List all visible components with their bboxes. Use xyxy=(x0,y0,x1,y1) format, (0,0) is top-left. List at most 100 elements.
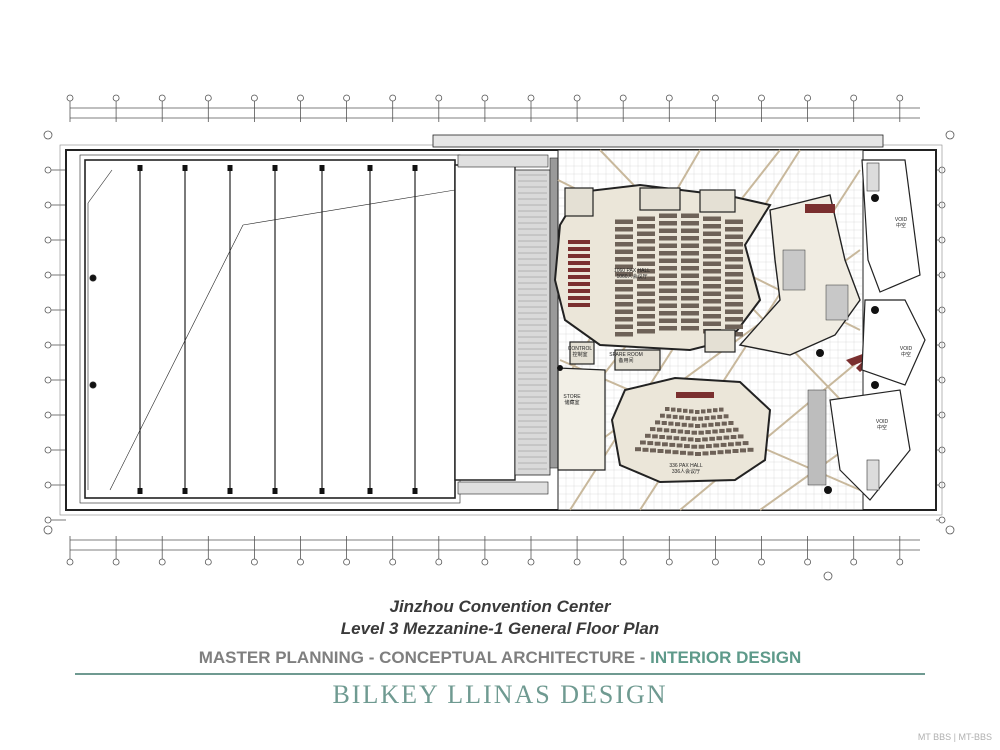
seat-row xyxy=(703,254,721,259)
seat-row xyxy=(725,249,743,254)
service-tagline: MASTER PLANNING - CONCEPTUAL ARCHITECTUR… xyxy=(0,648,1000,668)
seat-row xyxy=(703,314,721,319)
grid-bubble xyxy=(758,558,765,566)
seat-row xyxy=(681,228,699,233)
small-seat xyxy=(672,414,678,419)
seat-row xyxy=(615,234,633,239)
box-seat-row xyxy=(568,303,590,307)
grid-bubble xyxy=(712,94,719,102)
small-seat xyxy=(706,444,712,449)
seat-row xyxy=(615,257,633,262)
seat-row xyxy=(637,216,655,221)
top-grid-markers xyxy=(66,94,904,122)
seat-row xyxy=(615,249,633,254)
small-seat xyxy=(723,435,730,440)
reference-circle xyxy=(43,130,955,581)
seat-row xyxy=(637,314,655,319)
structural-columns xyxy=(557,194,879,494)
seat-row xyxy=(703,321,721,326)
small-seat xyxy=(698,416,704,421)
small-seat xyxy=(723,414,729,419)
grid-bubble xyxy=(66,558,74,566)
seat-row xyxy=(703,239,721,244)
small-seat xyxy=(659,435,665,439)
small-seat xyxy=(673,436,680,441)
seat-row xyxy=(703,291,721,296)
seat-row xyxy=(725,219,743,224)
small-seat xyxy=(702,451,709,456)
small-seat xyxy=(661,421,667,425)
seat-row xyxy=(725,272,743,277)
small-seat xyxy=(698,444,705,449)
small-hall-seating xyxy=(635,407,754,456)
small-seat xyxy=(701,423,707,428)
grid-bubble xyxy=(850,94,858,102)
small-seat xyxy=(677,408,682,413)
small-seat xyxy=(717,414,723,419)
small-seat xyxy=(684,444,690,449)
hall-column-block xyxy=(137,488,143,494)
seat-row xyxy=(681,266,699,271)
small-seat xyxy=(635,447,641,452)
grid-bubble xyxy=(938,516,946,524)
seat-row xyxy=(659,266,677,271)
grid-bubble xyxy=(712,558,719,566)
seat-row xyxy=(681,281,699,286)
small-seat xyxy=(684,430,691,435)
box-seating xyxy=(568,240,590,307)
seat-row xyxy=(725,257,743,262)
grid-bubble xyxy=(44,236,52,244)
grid-bubble xyxy=(389,94,397,102)
grid-bubble xyxy=(573,94,581,102)
seat-row xyxy=(615,309,633,314)
seat-row xyxy=(725,294,743,299)
small-seat xyxy=(732,449,739,453)
seat-row xyxy=(681,326,699,331)
grid-bubble xyxy=(158,558,166,566)
small-seat xyxy=(747,447,754,452)
auditorium-seating xyxy=(615,213,743,337)
small-seat xyxy=(725,449,731,454)
seat-row xyxy=(725,227,743,232)
seat-row xyxy=(637,224,655,229)
small-seat xyxy=(687,437,694,442)
small-seat xyxy=(709,436,715,441)
small-seat xyxy=(654,441,661,446)
small-seat xyxy=(710,415,716,420)
central-circulation xyxy=(432,134,884,495)
seat-row xyxy=(659,213,677,218)
small-seat xyxy=(680,436,687,441)
seat-row xyxy=(615,332,633,337)
hall-column-block xyxy=(319,488,325,494)
box-seat-row xyxy=(568,296,590,300)
hall-column-blocks xyxy=(137,165,418,494)
small-seat xyxy=(721,421,727,426)
small-seat xyxy=(713,408,718,413)
small-seat xyxy=(735,441,742,446)
seat-row xyxy=(659,258,677,263)
seat-row xyxy=(725,302,743,307)
hall-column-block xyxy=(412,488,418,494)
small-seat xyxy=(668,421,674,426)
seat-row xyxy=(659,243,677,248)
small-seat xyxy=(669,442,676,447)
hall-column-block xyxy=(272,488,278,494)
seat-row xyxy=(615,227,633,232)
box-seat-row xyxy=(568,289,590,293)
small-seat xyxy=(657,449,664,453)
seat-row xyxy=(637,261,655,266)
grid-bubble xyxy=(435,94,443,102)
small-seat xyxy=(680,450,686,455)
grid-bubble xyxy=(44,446,52,454)
seat-row xyxy=(615,272,633,277)
small-seat xyxy=(677,429,684,434)
brand-name: BILKEY LLINAS DESIGN xyxy=(332,680,668,709)
small-seat xyxy=(730,435,737,439)
hall-column-block xyxy=(137,165,143,171)
box-seat-row xyxy=(568,254,590,258)
seat-row xyxy=(725,309,743,314)
